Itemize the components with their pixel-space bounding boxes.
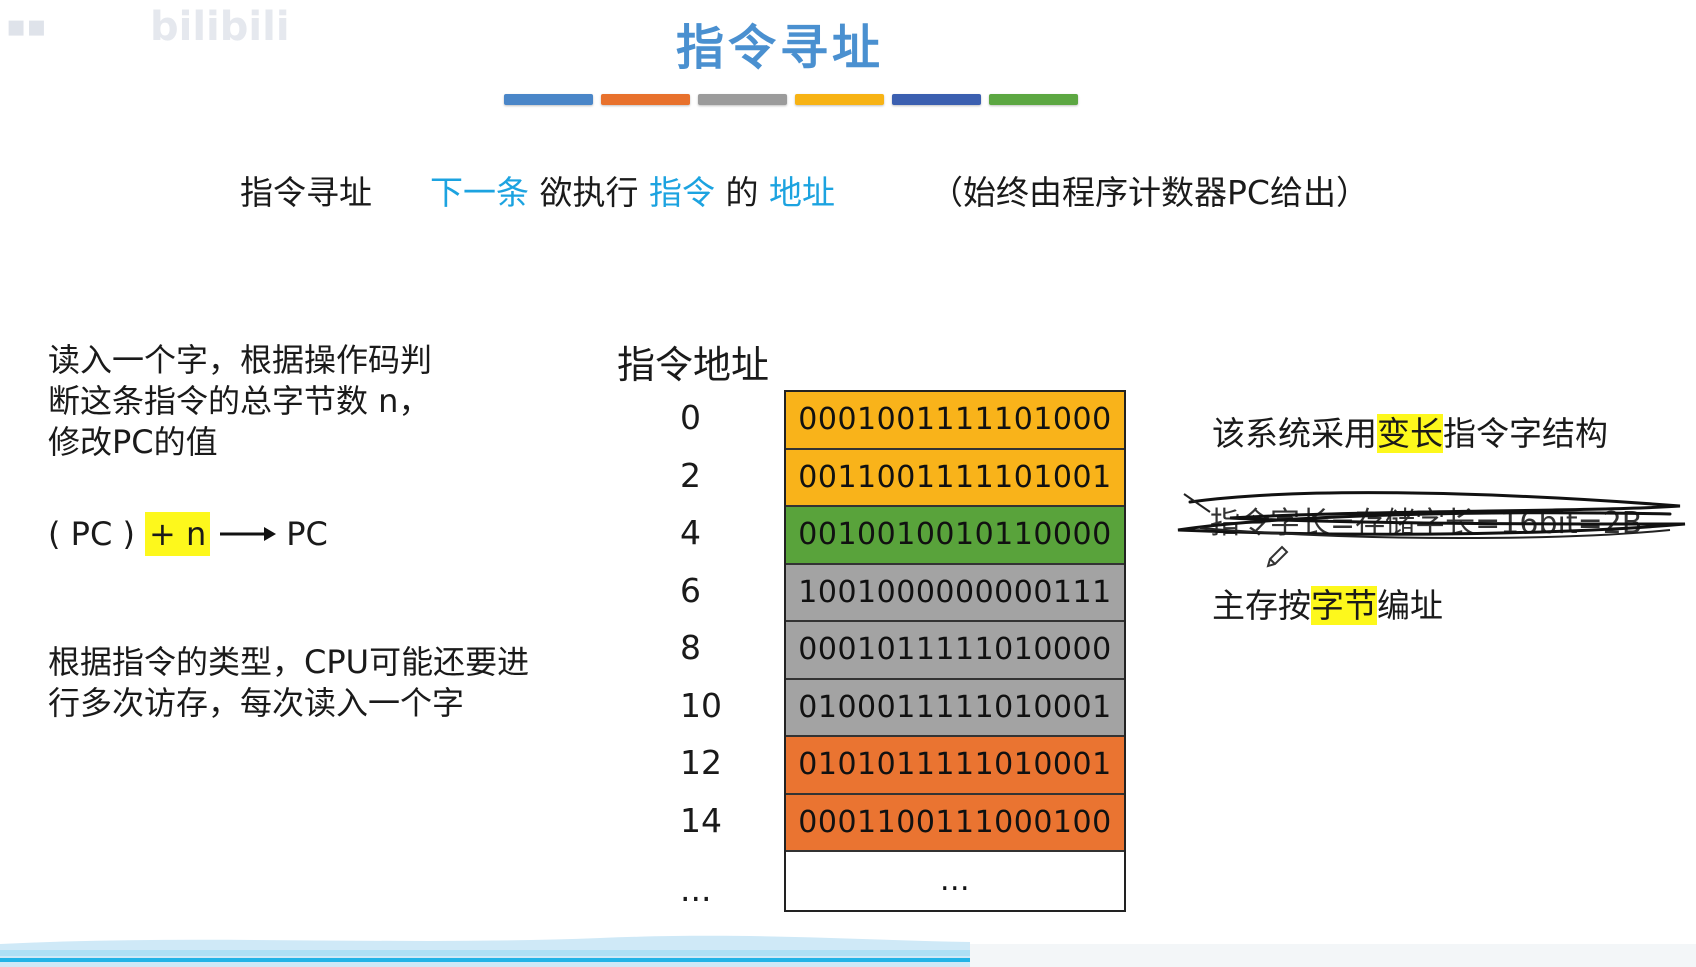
memory-cell: 0101011111010001 [786, 737, 1124, 795]
pc-update-formula: ( PC ) + n PC [48, 512, 328, 556]
address-label: 8 [680, 628, 701, 667]
divider-bar [989, 94, 1078, 105]
formula-plus-n: + n [144, 512, 211, 556]
phrase-execute: 欲执行 [539, 173, 639, 212]
phrase-of: 的 [725, 173, 759, 212]
note-text: 该系统采用 [1212, 414, 1377, 453]
scribble-mark [1177, 491, 1686, 539]
divider-bar [504, 94, 593, 105]
address-label: 0 [680, 398, 701, 437]
phrase-next: 下一条 [430, 173, 529, 212]
memory-cell: 0001001111101000 [786, 392, 1124, 450]
bottom-wave-decoration [0, 935, 1696, 967]
note-text: 指令字结构 [1443, 414, 1608, 453]
divider-bar [892, 94, 981, 105]
slide-title: 指令寻址 [675, 20, 884, 76]
divider-bar [698, 94, 787, 105]
memory-cell: 1001000000000111 [786, 564, 1124, 622]
definition-note: （始终由程序计数器PC给出） [930, 173, 1369, 212]
memory-cell: 0001100111000100 [786, 794, 1124, 852]
title-divider [504, 94, 1078, 105]
formula-pc: ( PC ) [48, 515, 135, 553]
address-label: 12 [680, 743, 722, 782]
address-label: 6 [680, 570, 701, 610]
definition-phrase: 下一条 欲执行 指令 的 地址 [430, 172, 835, 214]
paragraph-line: 根据指令的类型，CPU可能还要进 [48, 643, 530, 681]
phrase-instruction: 指令 [649, 173, 715, 212]
memory-cell: 0100011111010001 [786, 679, 1124, 737]
address-label: 10 [680, 685, 722, 725]
variable-length-note: 该系统采用变长指令字结构 [1212, 412, 1608, 456]
address-label: 4 [680, 513, 701, 552]
arrow-right-icon [220, 527, 277, 541]
phrase-address: 地址 [769, 173, 835, 212]
address-label: 14 [680, 800, 722, 840]
note-highlight: 字节 [1311, 586, 1377, 625]
note-text: 主存按 [1212, 586, 1311, 625]
definition-label: 指令寻址 [240, 173, 372, 212]
paragraph-line: 修改PC的值 [48, 423, 218, 461]
divider-bar [601, 94, 690, 105]
struck-out-note: 指令字长=存储字长=16bit=2B [1170, 480, 1690, 560]
note-text: 编址 [1377, 586, 1443, 625]
bilibili-watermark: ▪▪ bilibili [6, 4, 290, 50]
paragraph-line: 断这条指令的总字节数 n， [48, 382, 431, 420]
svg-text:bilibili: bilibili [150, 4, 290, 50]
address-label: ... [680, 870, 712, 909]
byte-addressing-note: 主存按字节编址 [1212, 584, 1443, 628]
address-column-title: 指令地址 [617, 343, 770, 387]
paragraph-line: 行多次访存，每次读入一个字 [48, 684, 465, 722]
memory-cell: 0010010010110000 [786, 507, 1124, 565]
memory-cell: ... [786, 852, 1124, 910]
address-label: 2 [680, 455, 701, 495]
svg-text:▪▪: ▪▪ [6, 9, 47, 44]
formula-pc-result: PC [286, 515, 328, 553]
paragraph-line: 读入一个字，根据操作码判 [48, 341, 433, 379]
divider-bar [795, 94, 884, 105]
pencil-icon [1266, 545, 1289, 568]
note-highlight: 变长 [1377, 414, 1443, 453]
memory-cell: 0011001111101001 [786, 449, 1124, 507]
memory-cell: 0001011111010000 [786, 622, 1124, 680]
multi-access-paragraph: 根据指令的类型，CPU可能还要进 行多次访存，每次读入一个字 [48, 642, 529, 724]
read-word-paragraph: 读入一个字，根据操作码判 断这条指令的总字节数 n， 修改PC的值 [48, 340, 432, 463]
